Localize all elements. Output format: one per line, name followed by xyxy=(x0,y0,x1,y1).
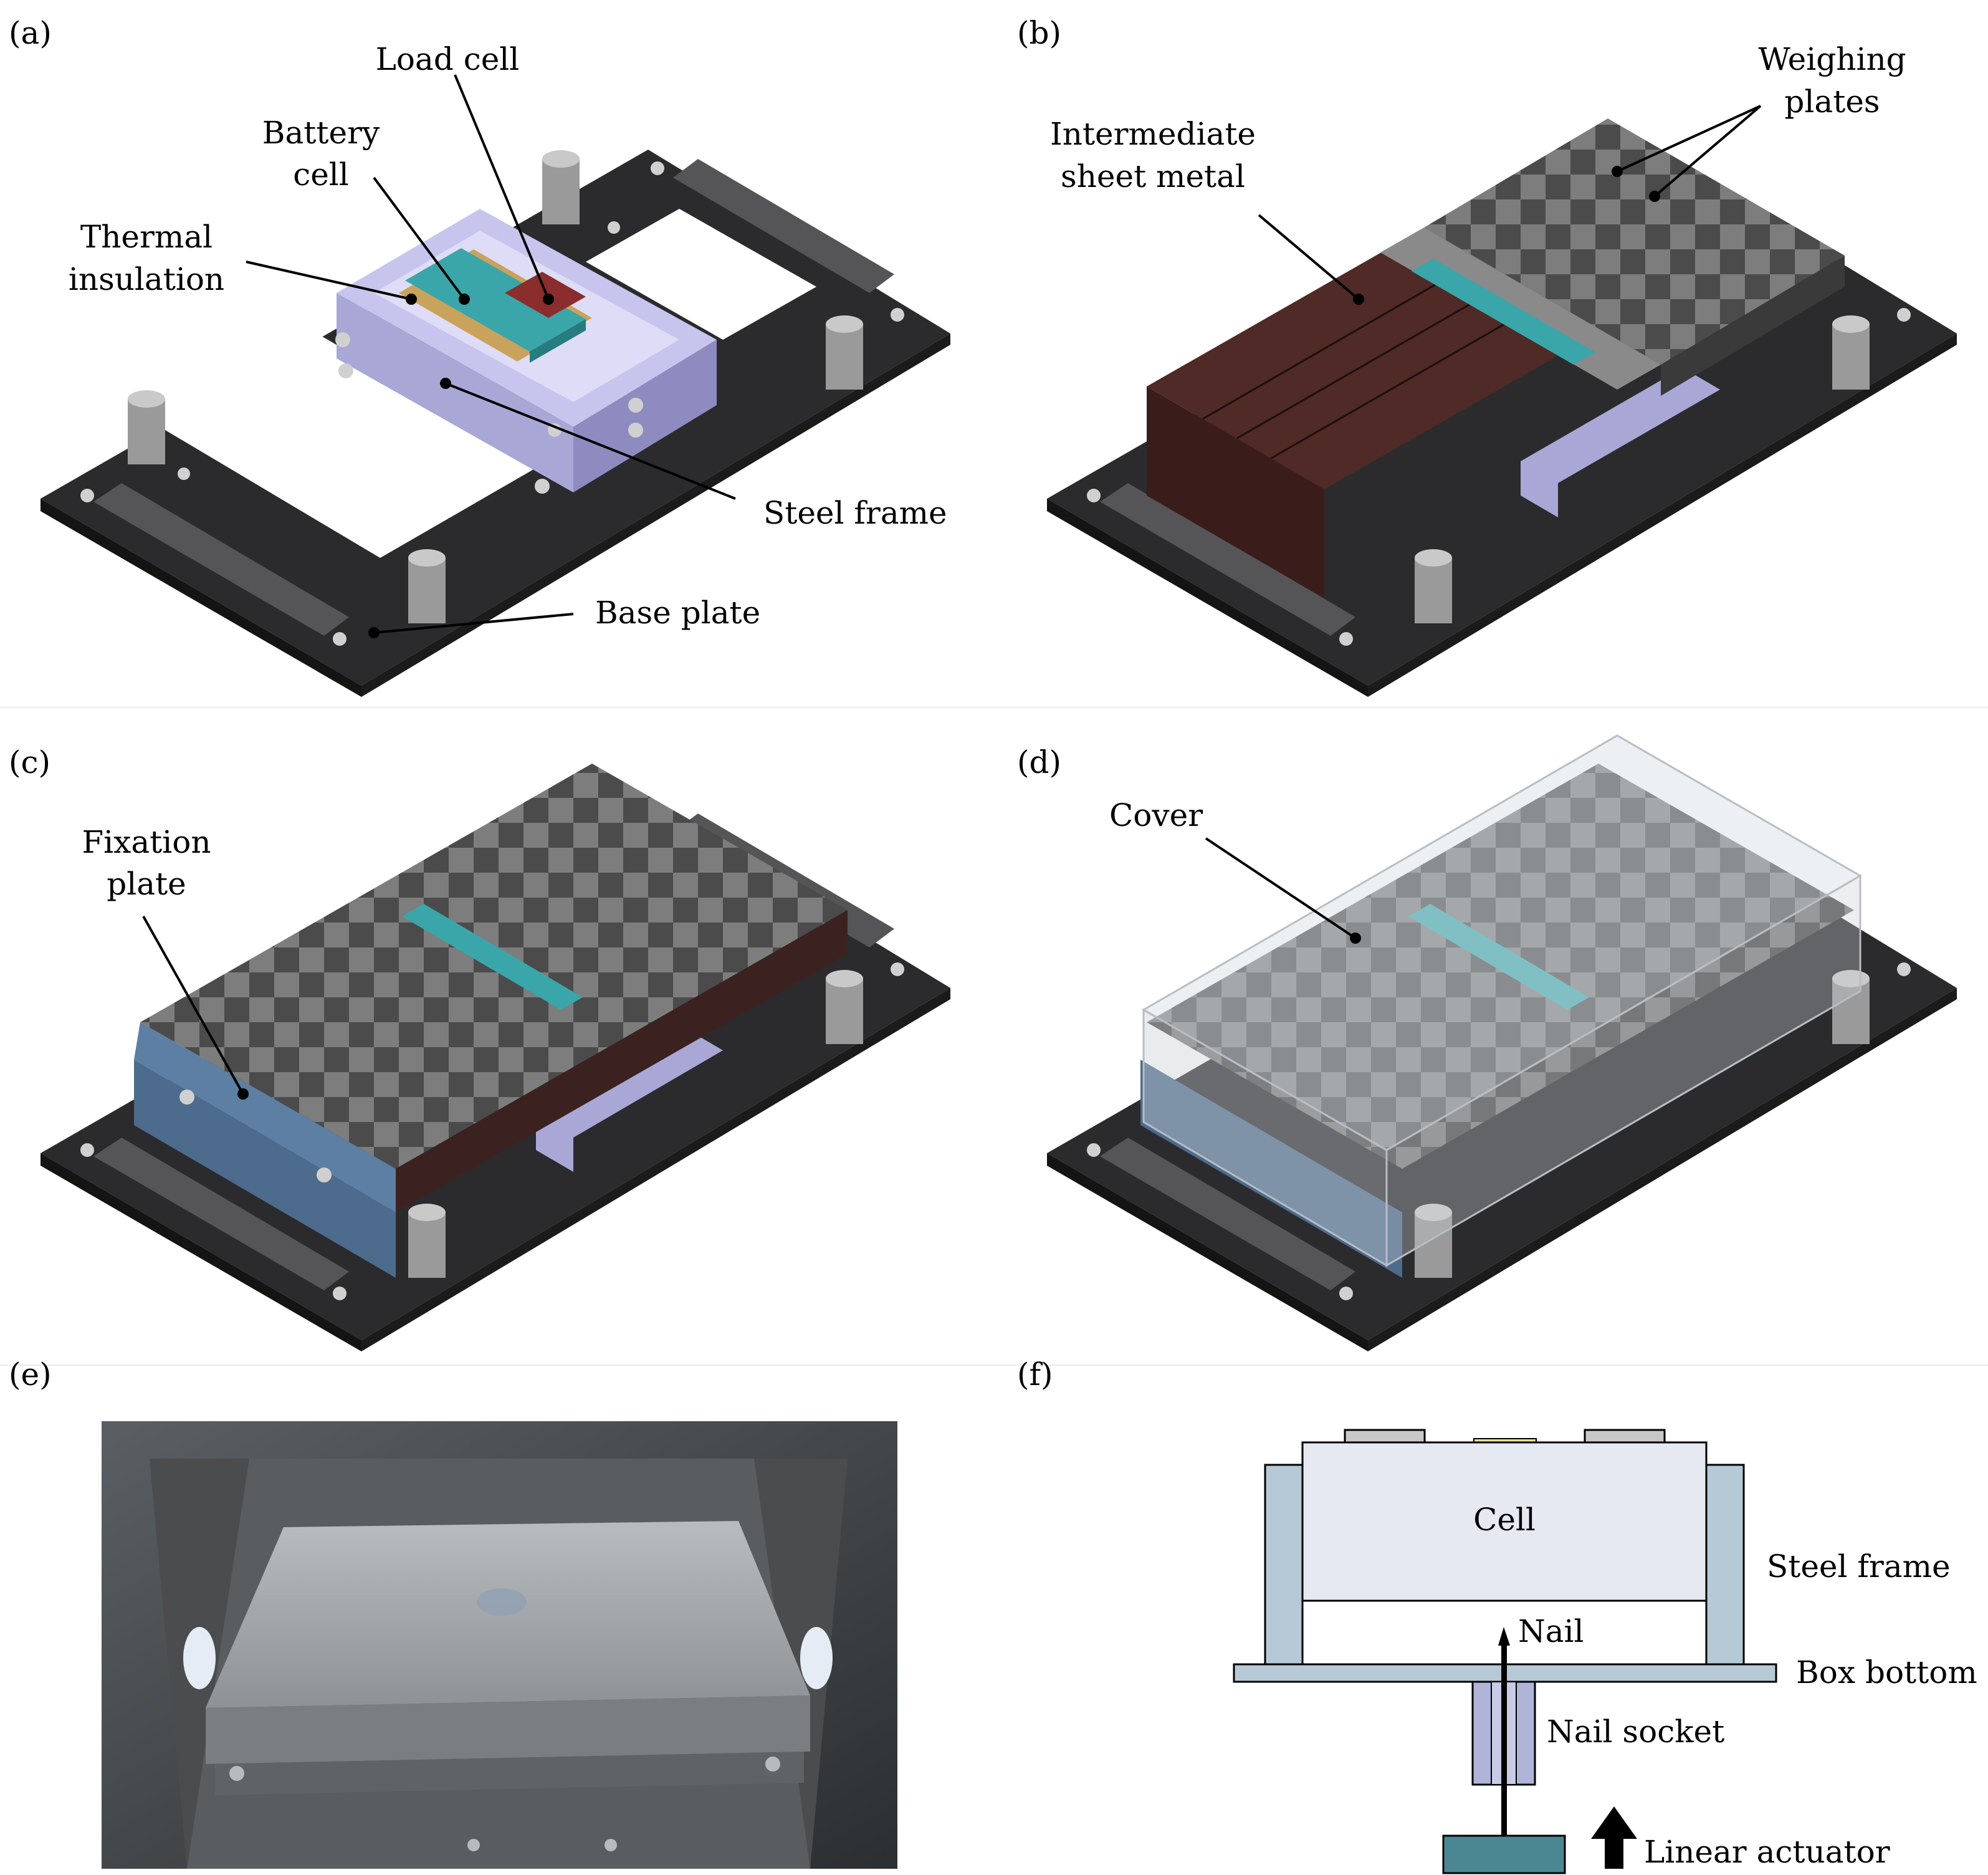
label-battery-cell-line2: cell xyxy=(293,156,349,193)
label-intermediate-line1: Intermediate xyxy=(1050,116,1256,152)
leader-steel-frame xyxy=(445,382,736,500)
battery-cell xyxy=(1408,904,1589,1010)
schematic-cell xyxy=(1301,1441,1708,1602)
panel-b-tag: (b) xyxy=(1017,15,1061,51)
support-post xyxy=(408,970,863,1278)
steel-frame xyxy=(1521,368,1720,517)
label-load-cell: Load cell xyxy=(376,41,520,77)
weighing-plates xyxy=(1424,118,1845,365)
fixation-plate xyxy=(1140,1060,1402,1278)
leader-weighing-plate-2 xyxy=(1653,105,1762,198)
handle-right xyxy=(673,159,894,293)
panel-d-tag: (d) xyxy=(1017,744,1061,780)
schematic-weighing-plate-left xyxy=(1344,1429,1426,1444)
actuator-direction-arrow-icon xyxy=(1591,1806,1637,1869)
leader-cover xyxy=(1205,837,1357,939)
label-nail-socket: Nail socket xyxy=(1547,1714,1724,1750)
handle-left xyxy=(93,483,349,636)
label-steel-frame: Steel frame xyxy=(1767,1548,1951,1585)
label-thermal-insulation-line2: insulation xyxy=(69,261,224,297)
panel-f: (f) Cell Steel frame Nail Box bottom Nai… xyxy=(1017,1356,1977,1874)
label-battery-cell-line1: Battery xyxy=(262,115,380,151)
leader-weighing-plate-1 xyxy=(1617,105,1761,173)
panel-c-tag: (c) xyxy=(9,744,50,780)
leader-load-cell xyxy=(454,74,550,300)
photo-window-left xyxy=(183,1627,216,1689)
label-cover: Cover xyxy=(1109,797,1203,833)
schematic-nail xyxy=(1501,1646,1507,1845)
panel-c: (c) Fixation plate xyxy=(9,744,950,1351)
panel-a: (a) xyxy=(9,15,950,697)
support-post xyxy=(1415,315,1870,623)
panel-e: (e) xyxy=(9,1356,897,1869)
label-fixation-line1: Fixation xyxy=(82,824,211,860)
leader-battery-cell xyxy=(373,176,466,300)
schematic-weighing-plate-right xyxy=(1584,1429,1666,1444)
handle-left xyxy=(1100,1138,1355,1290)
handle-left xyxy=(93,1138,349,1290)
schematic-steel-frame-right xyxy=(1705,1464,1745,1666)
weighing-plate-strip xyxy=(1380,228,1661,390)
frame-bolts xyxy=(335,332,643,494)
schematic-linear-actuator xyxy=(1442,1834,1566,1874)
schematic-steel-frame-left xyxy=(1264,1464,1304,1666)
label-weighing-plates-line1: Weighing xyxy=(1758,41,1906,77)
fixation-plate xyxy=(134,1060,396,1278)
leader-fixation-plate xyxy=(142,916,244,1095)
label-weighing-plates-line2: plates xyxy=(1784,84,1880,120)
label-box-bottom: Box bottom xyxy=(1796,1654,1977,1690)
leader-thermal-insulation xyxy=(246,261,412,300)
base-plate-cutout-left xyxy=(150,330,542,558)
panel-f-tag: (f) xyxy=(1017,1356,1053,1393)
battery-cell xyxy=(405,248,586,352)
bolts xyxy=(80,161,904,646)
label-thermal-insulation-line1: Thermal xyxy=(80,219,213,255)
handle-left xyxy=(1100,483,1355,636)
leader-intermediate-sheet xyxy=(1258,214,1360,300)
photo-nail-mark xyxy=(477,1588,527,1616)
panel-e-tag: (e) xyxy=(9,1356,52,1393)
label-fixation-line2: plate xyxy=(107,866,186,902)
label-linear-actuator: Linear actuator xyxy=(1644,1834,1890,1870)
label-base-plate: Base plate xyxy=(595,595,760,631)
steel-frame xyxy=(337,293,573,492)
label-steel-frame: Steel frame xyxy=(763,495,947,531)
support-post xyxy=(128,150,863,623)
leader-base-plate xyxy=(373,613,574,634)
photo-window-right xyxy=(800,1627,833,1689)
steel-frame xyxy=(536,1029,723,1172)
base-plate-cutout-right xyxy=(586,209,816,340)
battery-cell xyxy=(1412,259,1595,365)
panel-d: (d) Cover xyxy=(1017,734,1957,1351)
label-nail: Nail xyxy=(1518,1613,1584,1649)
label-intermediate-line2: sheet metal xyxy=(1061,158,1245,194)
panel-b: (b) Weighing plates Interm xyxy=(1017,15,1957,697)
battery-cell xyxy=(402,904,583,1010)
panel-a-tag: (a) xyxy=(9,15,52,51)
label-cell: Cell xyxy=(1473,1502,1536,1538)
